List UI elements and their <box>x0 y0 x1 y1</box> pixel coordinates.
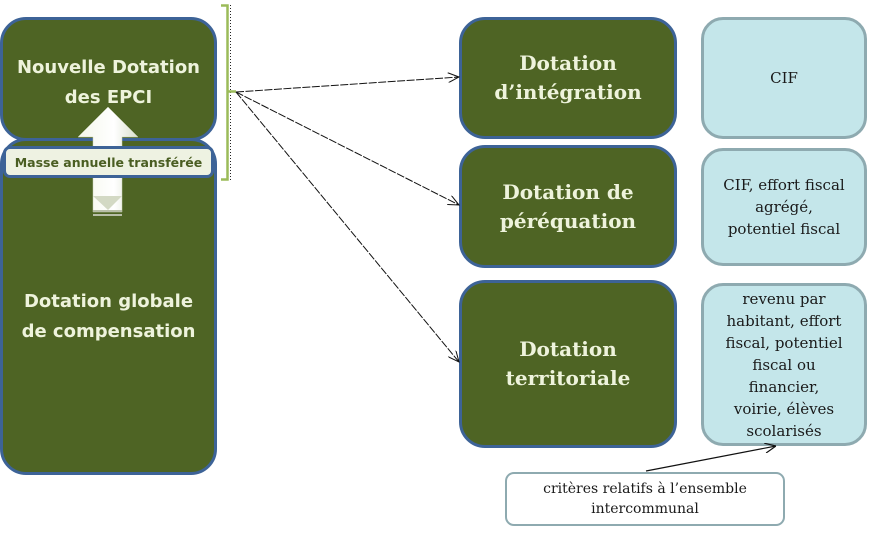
dotation-territoriale-label: Dotation territoriale <box>505 337 631 390</box>
arrow-to-dotation-perequation <box>235 91 459 205</box>
criteria-territoriale-box: revenu par habitant, effort fiscal, pote… <box>701 283 867 446</box>
criteria-territoriale-text: revenu par habitant, effort fiscal, pote… <box>725 289 843 440</box>
bracket-icon <box>221 4 236 181</box>
arrow-to-dotation-territoriale <box>235 91 459 362</box>
ensemble-intercommunal-text: critères relatifs à l’ensemble intercomm… <box>543 481 747 517</box>
arrow-to-dotation-integration <box>235 77 459 93</box>
dotation-perequation-label: Dotation de péréquation <box>499 179 637 233</box>
nouvelle-dotation-epci-label: Nouvelle Dotation des EPCI <box>16 57 200 108</box>
dotation-integration-box: Dotation d’intégration <box>459 17 677 139</box>
arrow-to-ensemble-intercommunal <box>645 446 776 472</box>
criteria-perequation-text: CIF, effort fiscal agrégé, potentiel fis… <box>723 176 845 238</box>
dotation-territoriale-box: Dotation territoriale <box>459 280 677 448</box>
dotation-perequation-box: Dotation de péréquation <box>459 145 677 268</box>
criteria-perequation-box: CIF, effort fiscal agrégé, potentiel fis… <box>701 148 867 266</box>
criteria-integration-box: CIF <box>701 17 867 139</box>
criteria-integration-text: CIF <box>770 69 798 87</box>
nouvelle-dotation-epci-box: Nouvelle Dotation des EPCI <box>0 17 217 141</box>
dotation-globale-compensation-box: Dotation globale de compensation <box>0 138 217 475</box>
dotation-integration-label: Dotation d’intégration <box>494 51 642 104</box>
ensemble-intercommunal-box: critères relatifs à l’ensemble intercomm… <box>505 472 785 526</box>
dotation-globale-compensation-label: Dotation globale de compensation <box>21 290 196 342</box>
masse-annuelle-transferee-label: Masse annuelle transférée <box>14 154 203 170</box>
masse-annuelle-transferee-label-box: Masse annuelle transférée <box>3 146 214 178</box>
